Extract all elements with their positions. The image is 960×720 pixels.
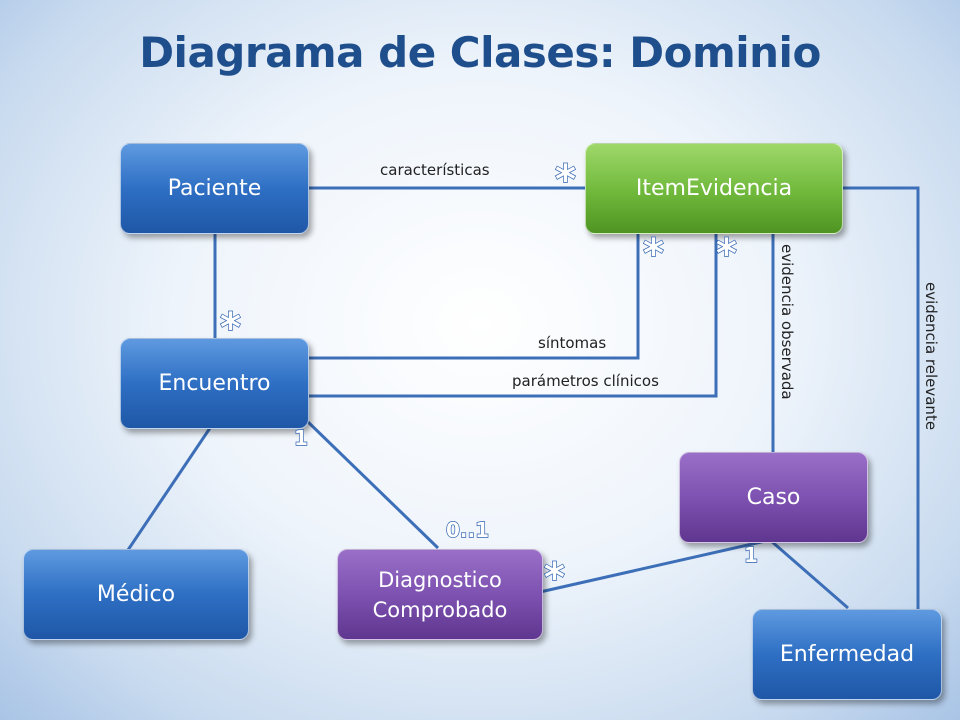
class-paciente-label: Paciente — [167, 176, 262, 201]
class-encuentro-label: Encuentro — [158, 371, 271, 396]
multiplicity-one-encuentro: 1 — [293, 426, 308, 450]
class-diagnostico-label-line2: Comprobado — [372, 597, 508, 622]
class-medico[interactable]: Médico — [23, 549, 249, 640]
page-title: Diagrama de Clases: Dominio — [139, 28, 821, 77]
class-caso[interactable]: Caso — [679, 452, 868, 543]
class-caso-label: Caso — [746, 485, 801, 510]
multiplicity-star-diagnostico: * — [543, 555, 565, 601]
multiplicity-one-caso: 1 — [743, 543, 758, 567]
label-evidencia-relevante: evidencia relevante — [922, 282, 940, 431]
line-encuentro-diagnostico — [304, 418, 440, 550]
multiplicity-star-caracteristicas: * — [554, 157, 576, 203]
multiplicity-star-parametros: * — [715, 231, 737, 277]
line-evidencia-relevante — [842, 186, 920, 610]
multiplicity-star-encuentro: * — [219, 305, 241, 351]
class-encuentro[interactable]: Encuentro — [120, 338, 309, 429]
class-diagnostico-comprobado[interactable]: Diagnostico Comprobado — [337, 549, 543, 640]
class-enfermedad-label: Enfermedad — [779, 642, 915, 667]
label-sintomas: síntomas — [538, 334, 607, 352]
line-caso-enfermedad — [769, 538, 849, 610]
class-item-evidencia-label: ItemEvidencia — [635, 176, 793, 201]
line-sintomas — [308, 234, 640, 360]
class-enfermedad[interactable]: Enfermedad — [752, 609, 942, 700]
class-diagnostico-label-line1: Diagnostico — [378, 567, 502, 592]
line-diagnostico-caso — [539, 538, 771, 594]
multiplicity-star-sintomas: * — [642, 231, 664, 277]
label-evidencia-observada: evidencia observada — [778, 244, 796, 400]
multiplicity-zero-one-diagnostico: 0..1 — [445, 518, 490, 542]
line-encuentro-medico — [126, 427, 212, 551]
label-caracteristicas: características — [380, 161, 490, 179]
class-item-evidencia[interactable]: ItemEvidencia — [585, 143, 843, 234]
label-parametros-clinicos: parámetros clínicos — [512, 372, 659, 390]
class-paciente[interactable]: Paciente — [120, 143, 309, 234]
line-parametros-clinicos — [308, 234, 718, 398]
class-medico-label: Médico — [96, 582, 176, 607]
